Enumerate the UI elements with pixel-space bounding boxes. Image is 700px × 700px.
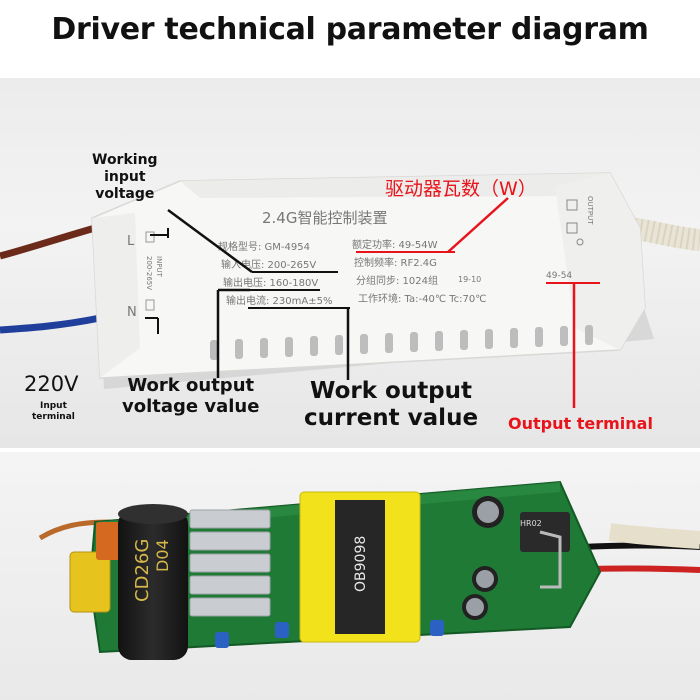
pcb-drawing: CD26G D04 OB9098 bbox=[38, 480, 700, 660]
input-terminal-label: Input terminal bbox=[32, 401, 75, 422]
input-voltage-leader bbox=[167, 208, 253, 274]
right-wattage: 49-54 bbox=[546, 271, 572, 281]
capacitor-code-label: D04 bbox=[153, 539, 172, 572]
spec-group-sync: 分组同步: 1024组 bbox=[356, 274, 438, 287]
work-output-voltage-label: Work output voltage value bbox=[122, 375, 260, 417]
work-output-current-label: Work output current value bbox=[304, 378, 479, 431]
terminal-N: N bbox=[127, 305, 137, 320]
working-input-voltage-label: Working input voltage bbox=[92, 152, 158, 202]
spec-rated-power: 额定功率: 49-54W bbox=[352, 238, 438, 251]
output-terminal-text: OUTPUT bbox=[586, 196, 594, 225]
blue-input-wire bbox=[0, 314, 101, 334]
terminal-range: 200-265V bbox=[145, 256, 153, 290]
driver-casing-drawing: L N 200-265V INPUT 2.4G智能控制装置 规格型号: GM-4… bbox=[0, 172, 700, 408]
main-electrolytic-capacitor bbox=[118, 504, 188, 660]
heatsink bbox=[189, 509, 271, 617]
spec-output-voltage: 输出电压: 160-180V bbox=[223, 276, 318, 289]
spec-control-frequency: 控制频率: RF2.4G bbox=[354, 256, 437, 269]
capacitor-main-label: CD26G bbox=[132, 539, 153, 602]
vent-slots bbox=[210, 325, 593, 360]
brown-input-wire bbox=[0, 224, 96, 260]
yellow-capacitor bbox=[69, 551, 111, 613]
spec-environment: 工作环境: Ta:-40℃ Tc:70℃ bbox=[358, 292, 486, 305]
output-terminal-symbols bbox=[566, 199, 584, 246]
pcb-photo: CD26G D04 OB9098 bbox=[0, 452, 700, 700]
blue-capacitors bbox=[215, 620, 444, 648]
page-title: Driver technical parameter diagram bbox=[51, 12, 649, 47]
watts-leader bbox=[447, 197, 509, 253]
transformer-code-label: OB9098 bbox=[353, 536, 369, 592]
product-name: 2.4G智能控制装置 bbox=[262, 209, 387, 227]
driver-casing-photo: L N 200-265V INPUT 2.4G智能控制装置 规格型号: GM-4… bbox=[0, 78, 700, 448]
input-voltage-value-label: 220V bbox=[24, 372, 79, 396]
output-terminal-label: Output terminal bbox=[508, 414, 653, 433]
terminal-L: L bbox=[127, 234, 135, 249]
small-board-label: HR02 bbox=[520, 519, 542, 528]
small-capacitors bbox=[462, 496, 504, 620]
spec-date-code: 19-10 bbox=[458, 275, 481, 284]
spec-output-current: 输出电流: 230mA±5% bbox=[226, 294, 332, 307]
spec-model: 规格型号: GM-4954 bbox=[218, 240, 310, 253]
transformer bbox=[299, 491, 421, 643]
driver-watts-label: 驱动器瓦数（W） bbox=[385, 178, 537, 200]
terminal-input-text: INPUT bbox=[155, 256, 163, 278]
